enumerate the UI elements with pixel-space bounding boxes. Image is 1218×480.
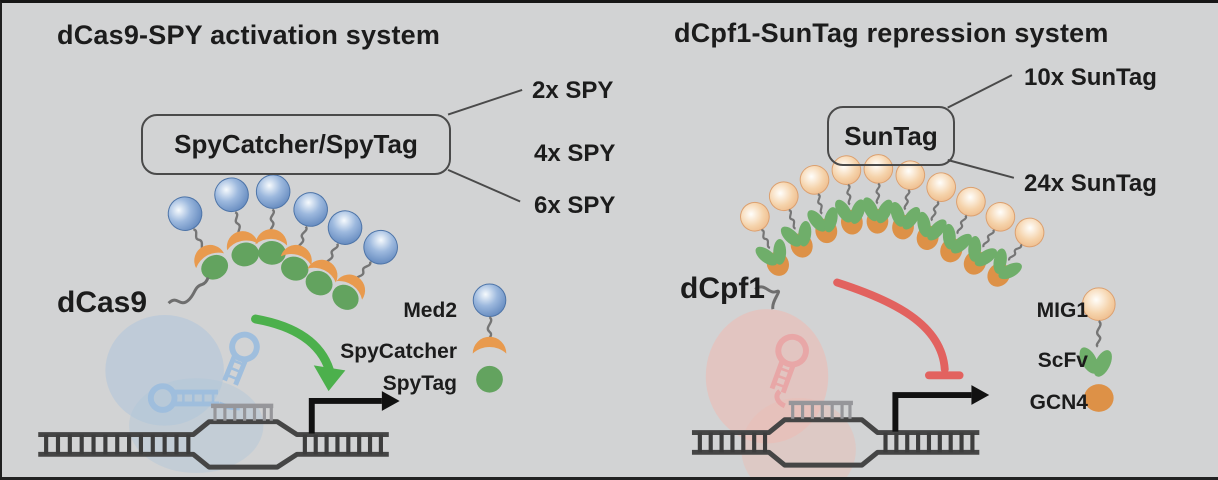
transcription-arrow-right-icon (892, 385, 990, 432)
crrna-icon (769, 333, 809, 409)
med2-sphere-icon (472, 283, 507, 318)
figure-graphics (38, 74, 1116, 477)
dcas9-linker-squiggle-icon (167, 277, 210, 305)
transcription-arrow-left-icon (308, 391, 400, 434)
spy-callout-lines (447, 88, 523, 203)
spy-cluster-icon (161, 173, 406, 318)
legend-label-spytag: SpyTag (382, 372, 457, 395)
dcpf1-protein-blob (705, 309, 856, 477)
gcn4-oval-icon (1084, 384, 1114, 412)
dna-left-icon (38, 403, 389, 470)
variant-4x-spy: 4x SPY (534, 140, 616, 167)
legend-label-gcn4: GCN4 (1029, 391, 1088, 414)
left-panel-title: dCas9-SPY activation system (57, 20, 441, 50)
variant-6x-spy: 6x SPY (534, 192, 616, 219)
legend-label-scfv: ScFv (1037, 349, 1088, 372)
spycatcher-spytag-callout-box: SpyCatcher/SpyTag (141, 114, 451, 175)
suntag-callout-box: SunTag (827, 106, 955, 166)
suntag-callout-lines (947, 74, 1015, 179)
mig1-sphere-icon (1082, 287, 1116, 321)
activation-arrow-icon (251, 314, 346, 392)
rna-dna-hybrid-right-icon (788, 400, 853, 419)
dcpf1-panel-graphics (691, 74, 1116, 477)
legend-label-med2: Med2 (403, 299, 457, 322)
dcas9-panel-graphics (38, 88, 523, 474)
variant-24x-suntag: 24x SunTag (1024, 170, 1157, 197)
legend-label-mig1: MIG1 (1036, 299, 1088, 322)
dna-right-icon (691, 400, 980, 468)
dcas9-label: dCas9 (57, 286, 148, 319)
rna-dna-hybrid-icon (211, 403, 274, 421)
variant-2x-spy: 2x SPY (532, 77, 614, 104)
repression-bar-icon (833, 278, 964, 380)
spytag-circle-icon (476, 365, 503, 393)
spycatcher-crescent-icon (472, 336, 507, 354)
scfv-leaves-icon (1079, 347, 1112, 377)
dcpf1-label: dCpf1 (680, 272, 765, 305)
variant-10x-suntag: 10x SunTag (1024, 64, 1157, 91)
dcpf1-linker-squiggle-icon (754, 285, 780, 310)
legend-linker-right-icon (1095, 320, 1102, 348)
legend-label-spycatcher: SpyCatcher (340, 340, 457, 363)
right-panel-title: dCpf1-SunTag repression system (674, 18, 1109, 48)
